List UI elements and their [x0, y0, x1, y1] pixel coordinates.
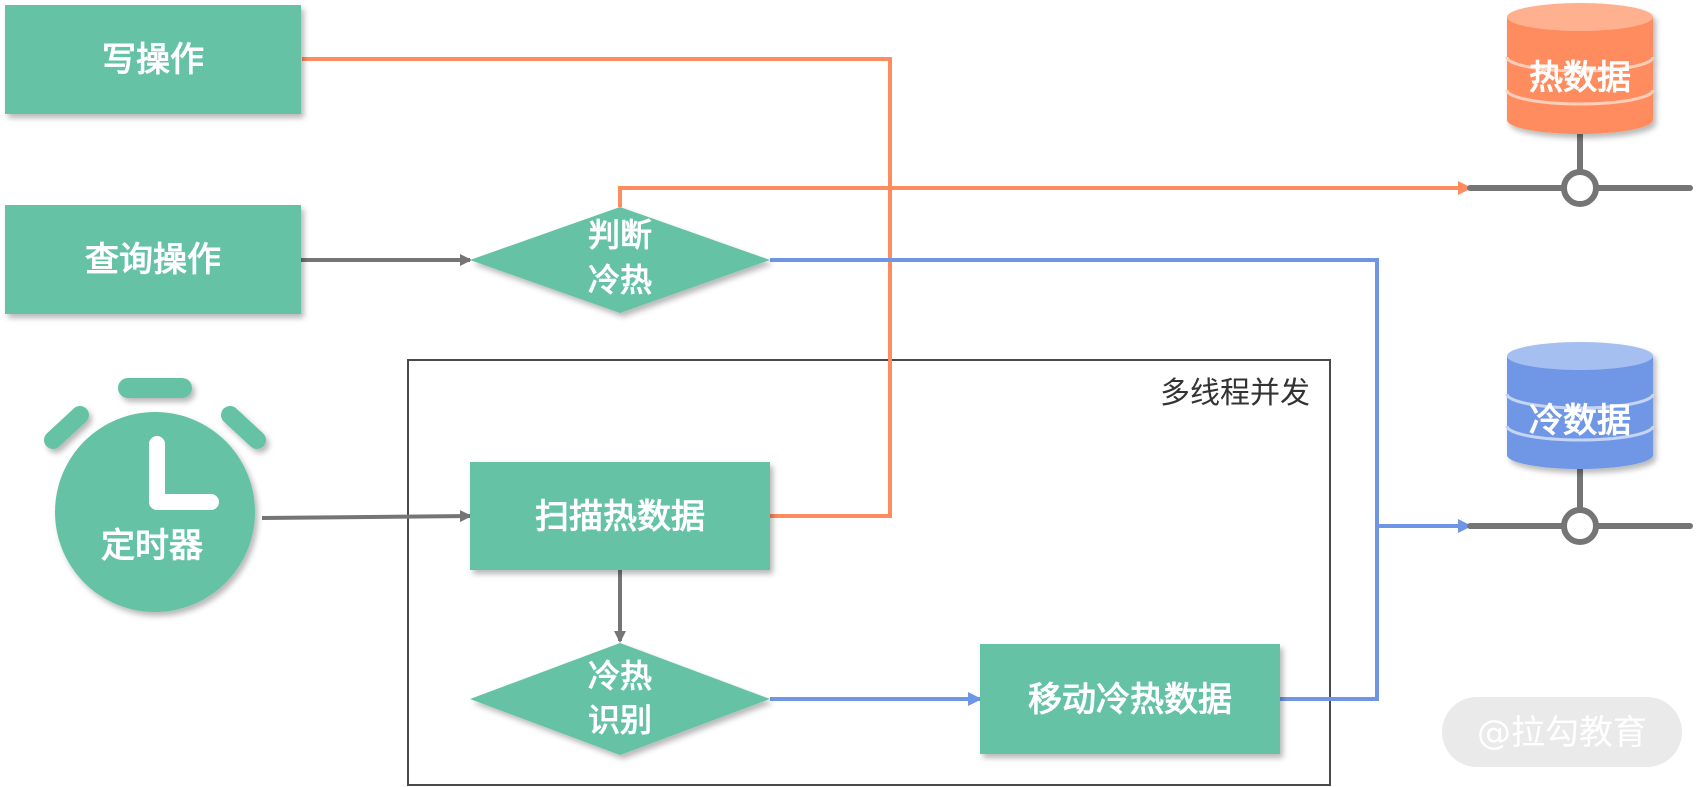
write-operation-node: 写操作: [5, 5, 301, 114]
judge-label-line2: 冷热: [588, 261, 652, 299]
database-icon: [1505, 342, 1655, 469]
write-to-hot-connector: [302, 57, 892, 188]
query-operation-node: 查询操作: [5, 205, 301, 314]
judge-to-cold-connector: [770, 258, 1379, 526]
move-hot-cold-data-node: 移动冷热数据: [980, 644, 1280, 754]
judge-label-line1: 判断: [588, 216, 652, 254]
scan-hot-data-node: 扫描热数据: [470, 462, 770, 570]
timer-node: 定时器: [44, 378, 266, 612]
query-operation-label: 查询操作: [85, 240, 221, 280]
multithread-group-box: [407, 359, 1331, 786]
identify-label-line2: 识别: [588, 701, 652, 739]
timer-to-scan-connector: [261, 510, 472, 523]
judge-hot-cold-decision: 判断 冷热: [470, 207, 770, 313]
cold-bus-connector-node: [1561, 507, 1599, 545]
timer-label: 定时器: [101, 526, 204, 566]
database-icon: [1505, 3, 1655, 134]
hot-bus-connector-node: [1561, 169, 1599, 207]
identify-hot-cold-decision: 冷热 识别: [470, 643, 770, 755]
identify-label-line1: 冷热: [588, 657, 652, 695]
cold-data-store-label: 冷数据: [1529, 401, 1631, 441]
cold-data-store: 冷数据: [1467, 342, 1693, 545]
judge-to-hot-connector: [618, 181, 1472, 207]
scan-hot-data-label: 扫描热数据: [535, 497, 705, 537]
stopwatch-icon: [44, 378, 266, 612]
multithread-group-label: 多线程并发: [1160, 376, 1310, 411]
move-to-cold-connector: [1280, 526, 1379, 701]
hot-data-store: 热数据: [1467, 3, 1693, 207]
watermark-text: @拉勾教育: [1477, 713, 1647, 753]
watermark-badge: @拉勾教育: [1442, 697, 1682, 767]
scan-to-hot-connector: [770, 188, 892, 518]
write-operation-label: 写操作: [102, 40, 204, 80]
move-hot-cold-data-label: 移动冷热数据: [1028, 680, 1232, 720]
hot-data-store-label: 热数据: [1529, 58, 1631, 98]
